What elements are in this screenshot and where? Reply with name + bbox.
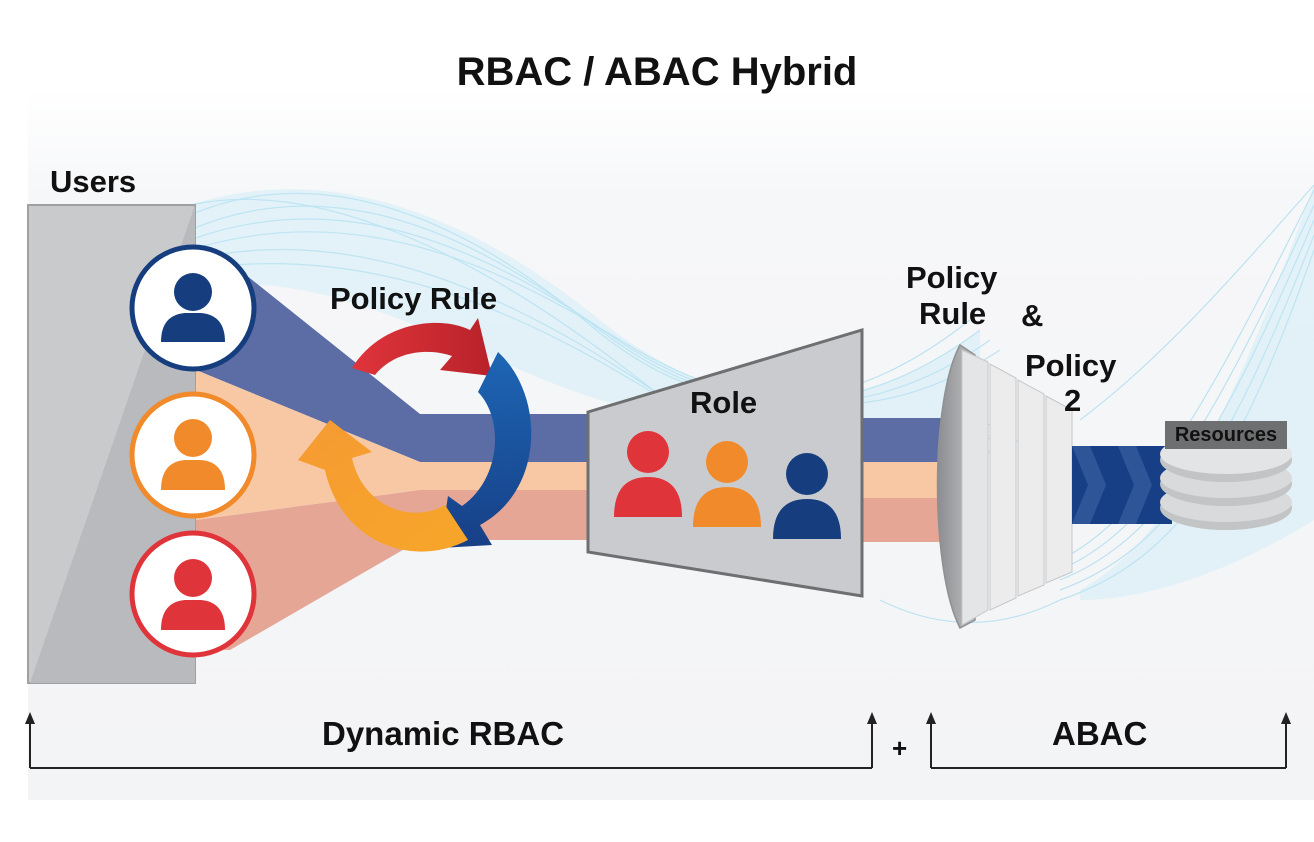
blue-arrow-icon (440, 352, 532, 548)
policy-filter-2 (989, 363, 1017, 611)
person-icon-navy (773, 453, 841, 539)
policy-label-ampersand: & (1021, 298, 1044, 333)
plus-label: + (892, 733, 908, 763)
user-icon-orange (129, 391, 257, 519)
diagram-title: RBAC / ABAC Hybrid (456, 50, 858, 94)
red-arrow-icon (352, 318, 492, 376)
resources-label: Resources (1165, 421, 1287, 449)
bracket-arrow-abac-left (926, 712, 936, 724)
chevron-2 (1118, 446, 1152, 524)
bracket-arrow-left (25, 712, 35, 724)
policy-filter-4 (1045, 395, 1073, 584)
orange-arrow-icon (298, 420, 468, 552)
policy-label-line3: Policy (1025, 348, 1117, 383)
abac-label: ABAC (1052, 715, 1148, 752)
band-salmon (196, 490, 590, 650)
policy-label-line4: 2 (1064, 383, 1082, 418)
policy-rule-label: Policy Rule (330, 281, 498, 316)
users-label: Users (50, 164, 137, 199)
policy-filter-1 (961, 349, 989, 626)
user-icon-navy (129, 244, 257, 372)
bracket-arrow-mid (867, 712, 877, 724)
role-label: Role (690, 385, 758, 420)
bracket-arrow-abac-right (1281, 712, 1291, 724)
policy-label-line1: Policy (906, 260, 998, 295)
bracket-abac (930, 720, 1287, 769)
chevron-1 (1072, 446, 1106, 524)
wave-fill-left (190, 189, 980, 444)
person-icon-orange (693, 441, 761, 527)
policy-filter-3 (1017, 379, 1045, 597)
user-icon-red (129, 530, 257, 658)
person-icon-red (614, 431, 682, 517)
policy-label-line2: Rule (919, 296, 987, 331)
dynamic-rbac-label: Dynamic RBAC (322, 715, 565, 752)
bracket-dynamic-rbac (29, 720, 873, 769)
